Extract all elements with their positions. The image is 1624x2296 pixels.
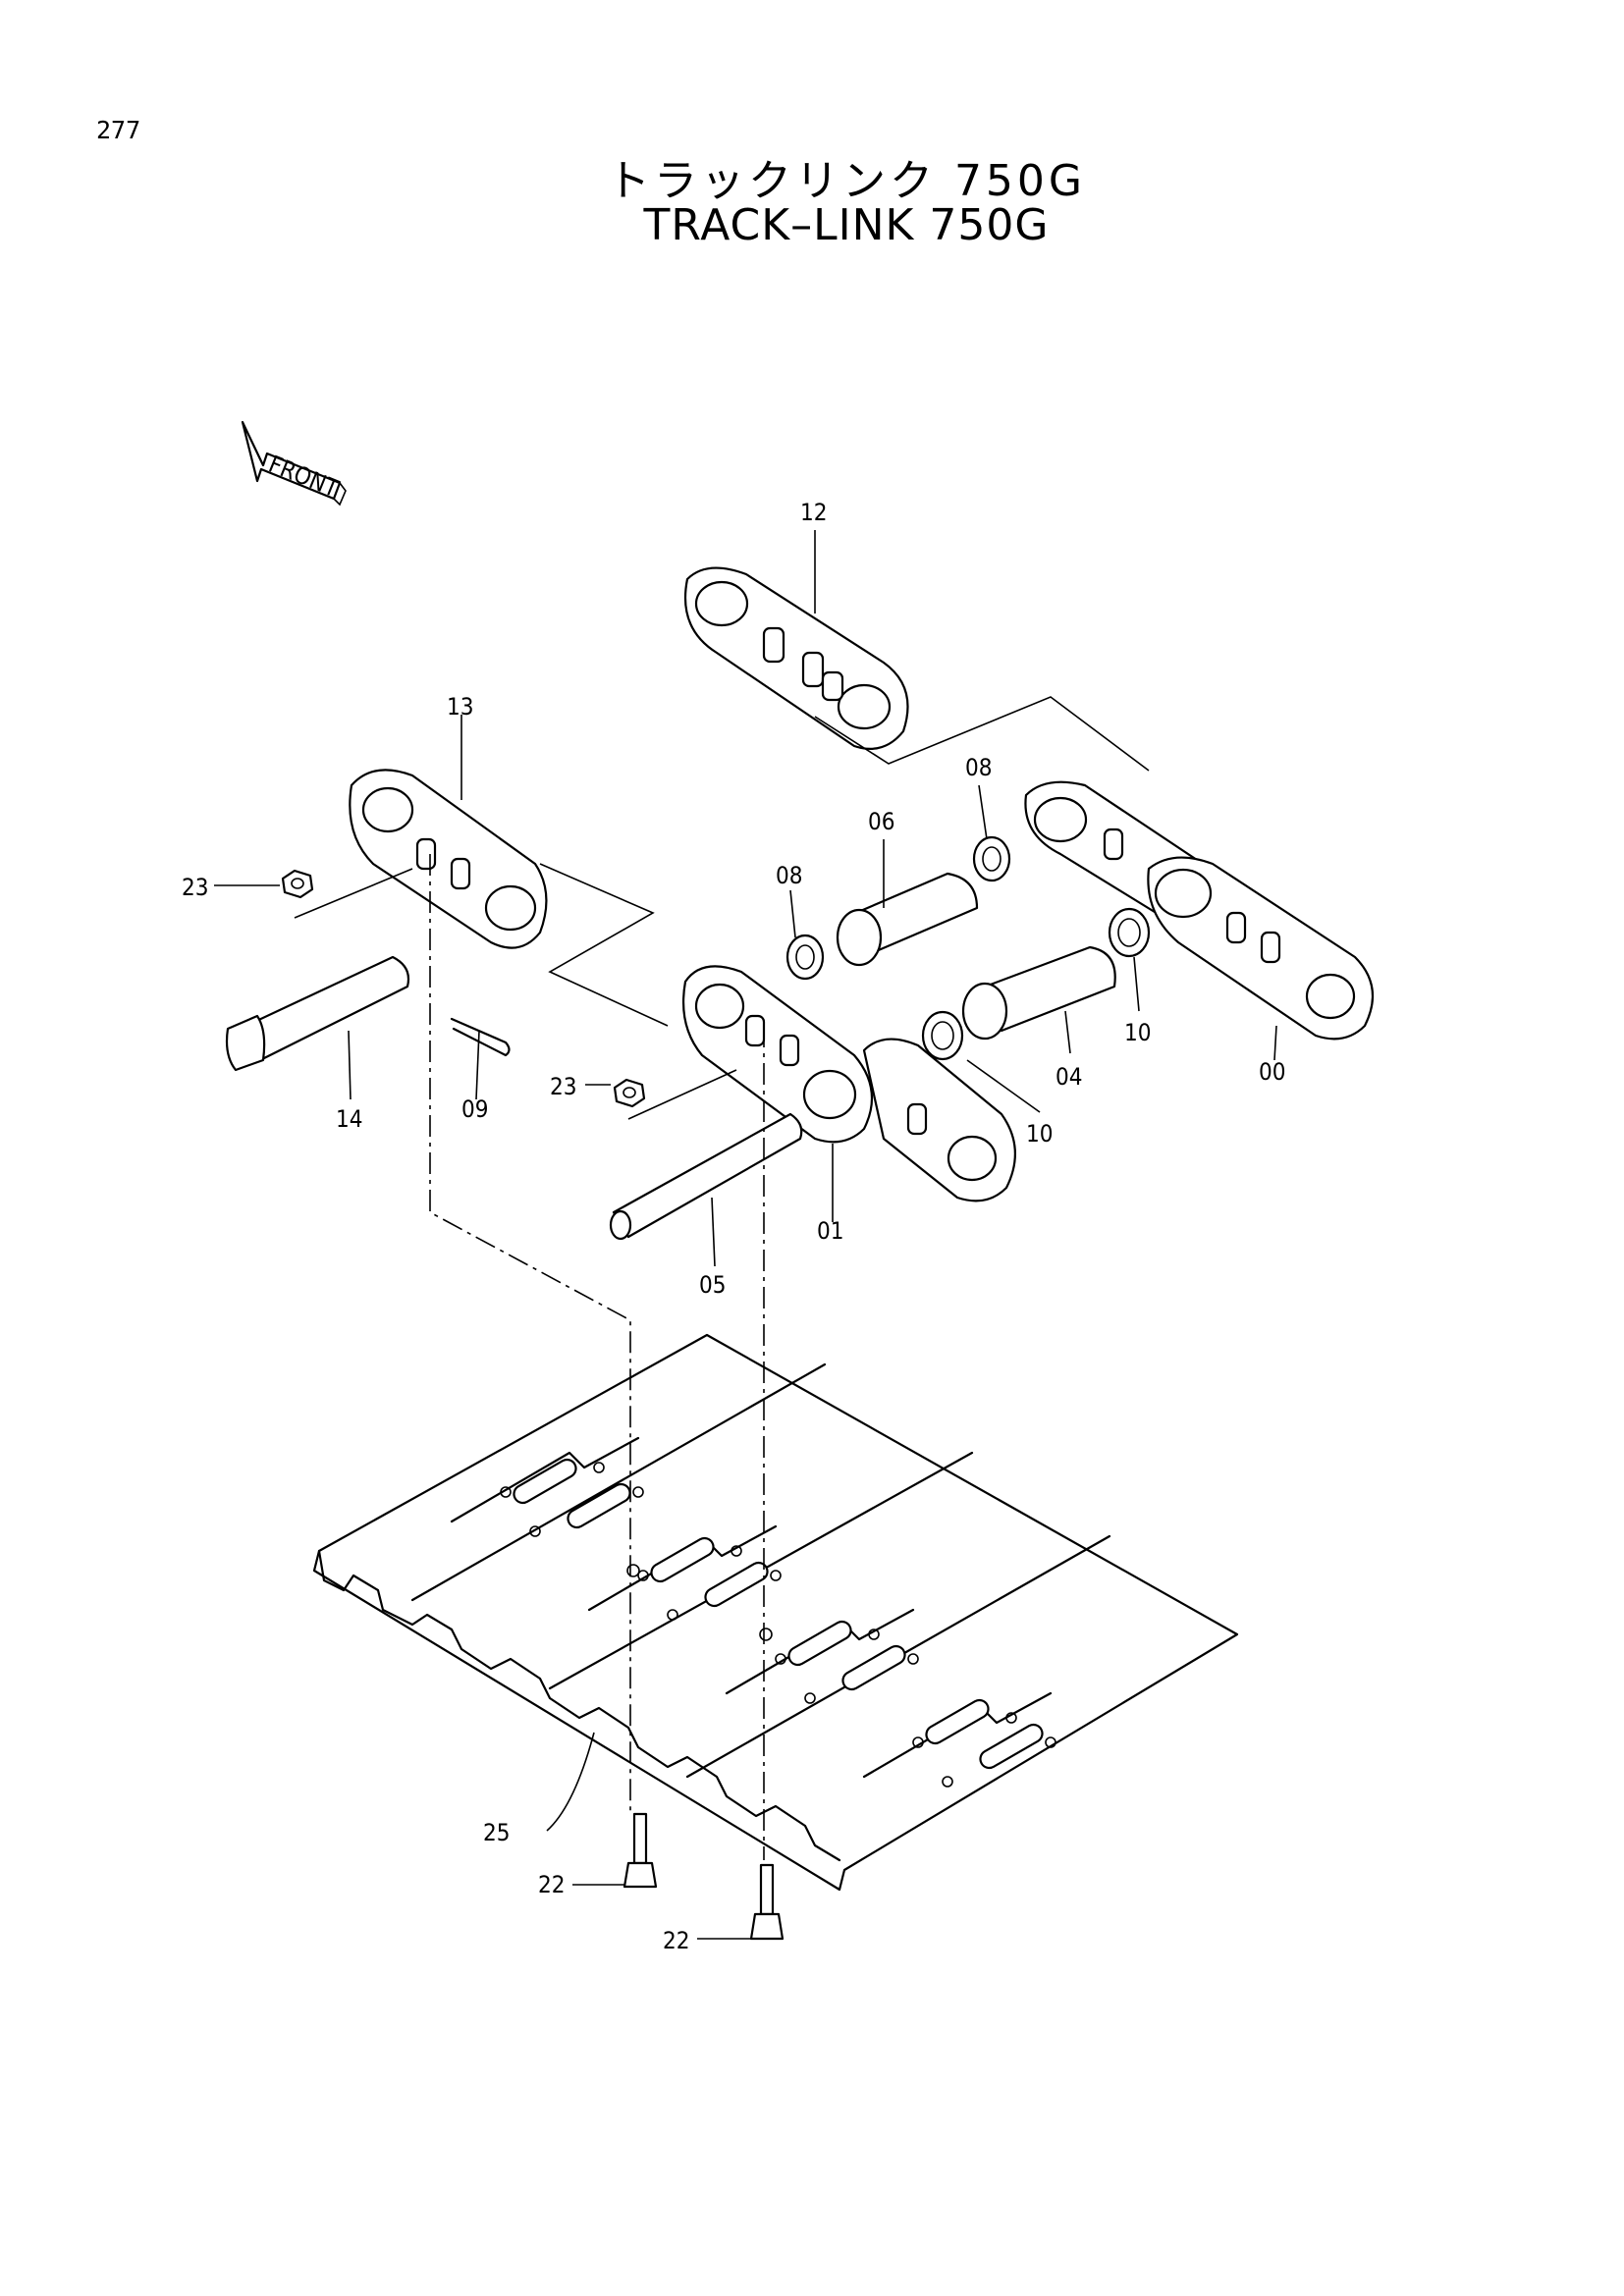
guide-lines (294, 696, 1150, 1860)
track-link-12 (683, 566, 909, 750)
pin-05 (609, 1112, 803, 1241)
seal-rings (785, 835, 1151, 1061)
callout-06: 06 (868, 808, 894, 835)
callout-10-left: 10 (1026, 1120, 1053, 1148)
title-japanese: トラックリンク 750G (606, 156, 1087, 206)
callout-25: 25 (483, 1819, 510, 1846)
track-link-13 (349, 769, 548, 949)
front-label: FRONT (265, 451, 344, 504)
callout-14: 14 (336, 1105, 362, 1133)
callout-09: 09 (461, 1095, 488, 1123)
callout-12: 12 (800, 499, 827, 526)
callout-08-right: 08 (965, 754, 992, 781)
bushing-04 (961, 945, 1116, 1041)
track-shoe-plates (312, 1333, 1239, 1892)
callout-08-left: 08 (776, 862, 802, 889)
callout-13: 13 (447, 693, 473, 721)
bolt-22-icon (623, 1812, 785, 1941)
page-number: 277 (96, 116, 141, 144)
pin-14 (225, 955, 410, 1072)
track-link-00 (1024, 780, 1375, 1041)
callout-22-lower: 22 (663, 1927, 689, 1954)
track-link-01 (682, 965, 1016, 1202)
callout-23-upper: 23 (182, 874, 208, 901)
callout-04: 04 (1056, 1063, 1082, 1091)
callout-00: 00 (1259, 1058, 1285, 1086)
callout-leaders (214, 530, 1277, 1940)
callout-23-lower: 23 (550, 1073, 576, 1100)
callout-labels: 12 13 23 08 08 06 14 09 10 10 04 00 01 0… (182, 499, 1285, 1954)
callout-22-upper: 22 (538, 1871, 565, 1898)
cotter-pin-09 (450, 1017, 511, 1057)
front-arrow-icon: FRONT (241, 420, 347, 507)
bushing-06 (836, 872, 979, 967)
callout-05: 05 (699, 1271, 726, 1299)
title-english: TRACK–LINK 750G (643, 200, 1050, 250)
callout-01: 01 (817, 1217, 843, 1245)
callout-10-right: 10 (1124, 1019, 1151, 1046)
nut-23-icon (281, 869, 646, 1108)
